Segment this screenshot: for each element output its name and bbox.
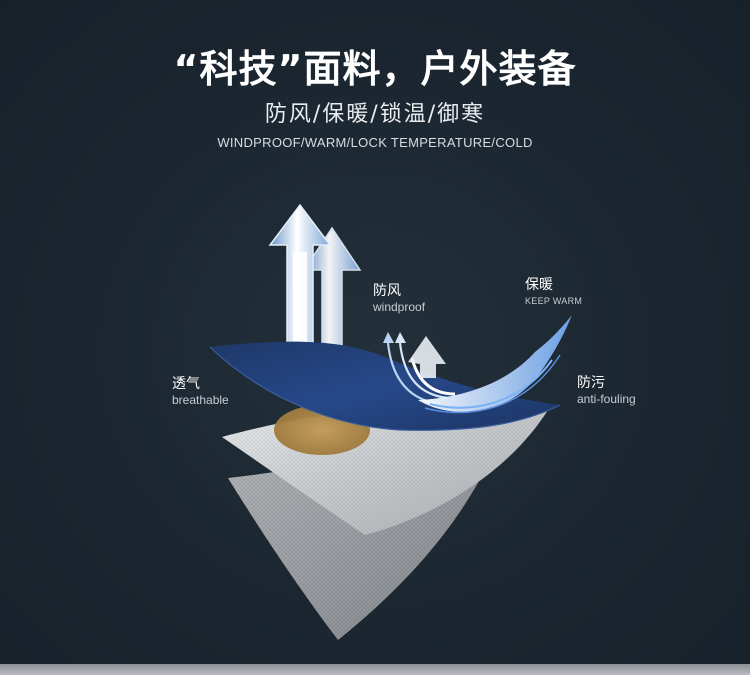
feature-windproof: 防风 windproof — [373, 282, 425, 315]
windproof-label-en: windproof — [373, 300, 426, 314]
feature-summary-en: WINDPROOF/WARM/LOCK TEMPERATURE/COLD — [217, 135, 533, 150]
windproof-label-cn: 防风 — [373, 283, 401, 299]
anti-fouling-label-en: anti-fouling — [577, 392, 636, 406]
feature-anti-fouling: 防污 anti-fouling — [577, 374, 636, 407]
wind-arrows-icon — [383, 332, 456, 406]
breathable-label-en: breathable — [172, 393, 229, 407]
feature-breathable: 透气 breathable — [172, 375, 229, 408]
warm-arrow-icon — [418, 315, 572, 414]
bottom-divider — [0, 664, 750, 675]
breathable-label-cn: 透气 — [172, 376, 200, 392]
keep-warm-label-en: KEEP WARM — [525, 296, 583, 306]
feature-keep-warm: 保暖 KEEP WARM — [525, 276, 582, 309]
feature-summary-cn: 防风/保暖/锁温/御寒 — [264, 102, 486, 127]
keep-warm-label-cn: 保暖 — [525, 277, 553, 293]
page-title: “科技”面料，户外装备 — [173, 47, 577, 91]
anti-fouling-label-cn: 防污 — [577, 375, 605, 391]
